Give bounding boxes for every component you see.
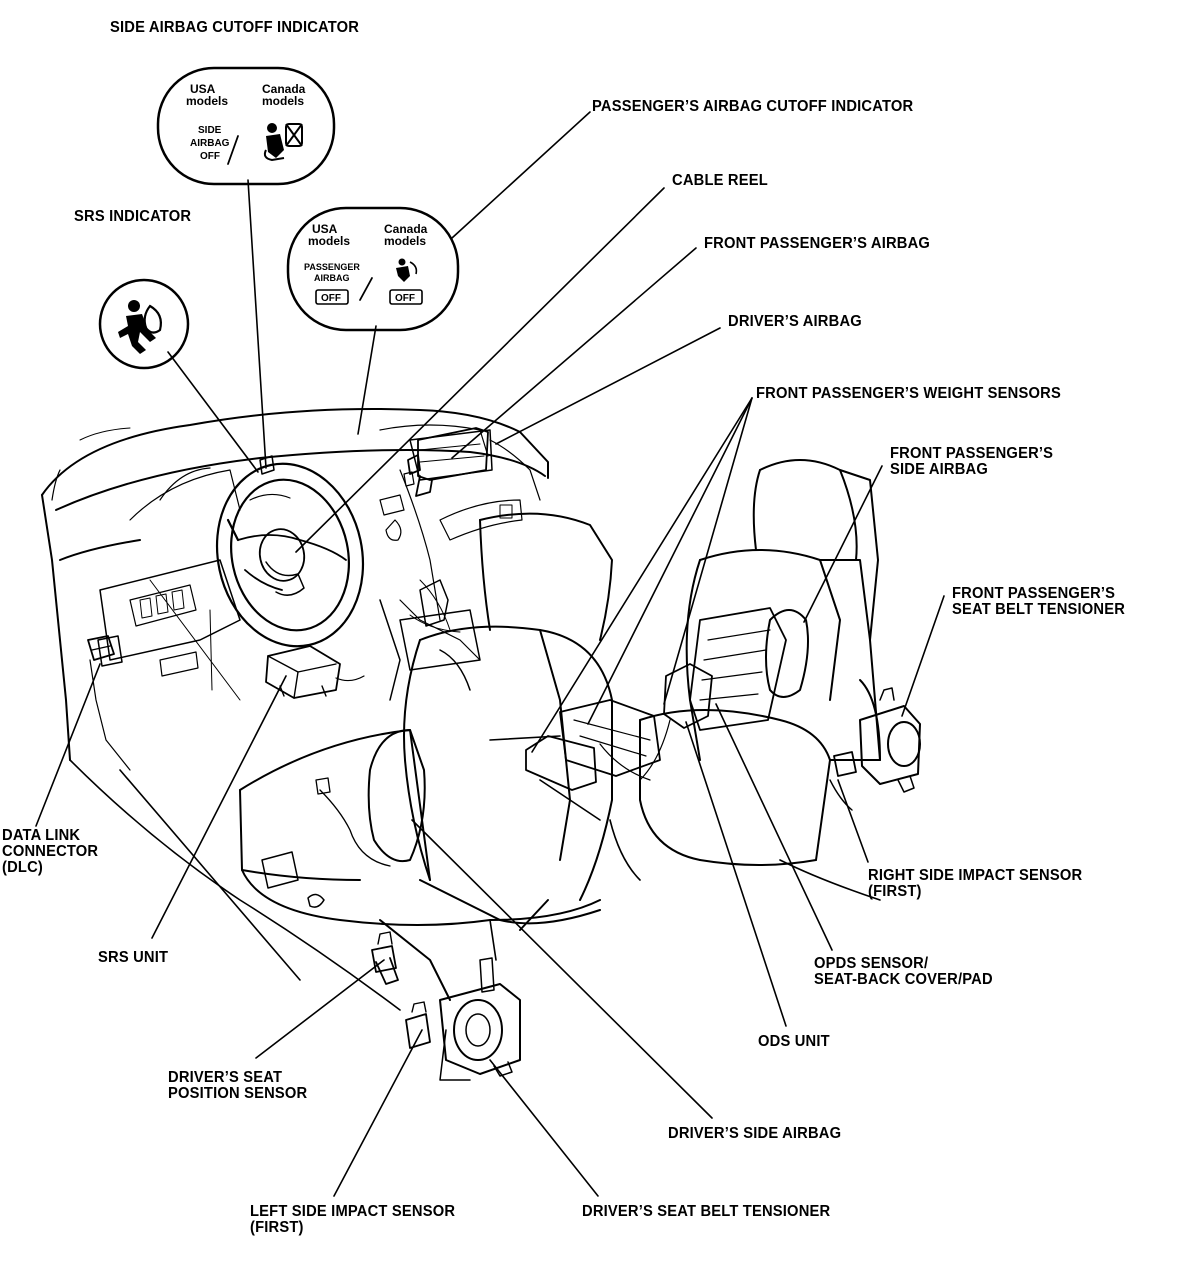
label-left-side-impact-sensor: LEFT SIDE IMPACT SENSOR (FIRST) <box>250 1203 456 1236</box>
pab-canada-off: OFF <box>395 293 415 304</box>
label-drivers-seat-position-sensor: DRIVER’S SEAT POSITION SENSOR <box>168 1069 308 1102</box>
sab-canada-heading-2: models <box>262 94 304 108</box>
label-side-airbag-cutoff-indicator: SIDE AIRBAG CUTOFF INDICATOR <box>110 19 360 36</box>
label-front-passengers-seat-belt-tensioner: FRONT PASSENGER’S SEAT BELT TENSIONER <box>952 585 1126 618</box>
data-link-connector-part <box>87 635 115 661</box>
passenger-seat <box>639 459 881 866</box>
right-side-impact-sensor-part <box>829 751 857 811</box>
floor-outline <box>69 735 881 1011</box>
passenger-airbag-module <box>403 427 489 497</box>
sab-usa-text-3: OFF <box>200 151 220 162</box>
sab-canada-heading-1: Canada <box>262 82 306 96</box>
label-drivers-airbag: DRIVER’S AIRBAG <box>728 313 862 330</box>
label-passengers-airbag-cutoff-indicator: PASSENGER’S AIRBAG CUTOFF INDICATOR <box>592 98 914 115</box>
side-airbag-off-icon <box>263 123 303 162</box>
pab-usa-heading-1: USA <box>312 222 338 236</box>
front-passenger-side-airbag-part <box>765 609 809 698</box>
srs-airbag-icon <box>118 300 162 354</box>
label-data-link-connector: DATA LINK CONNECTOR (DLC) <box>2 827 99 876</box>
label-front-passengers-side-airbag: FRONT PASSENGER’S SIDE AIRBAG <box>890 445 1054 478</box>
driver-seat-position-sensor-part <box>371 931 399 985</box>
srs-unit-part <box>265 645 365 699</box>
label-opds-sensor-seat-back-cover-pad: OPDS SENSOR/ SEAT-BACK COVER/PAD <box>814 955 993 988</box>
left-side-impact-sensor-part <box>405 1001 431 1049</box>
passenger-airbag-icon <box>396 258 418 282</box>
sab-usa-text-1: SIDE <box>198 125 222 136</box>
front-passenger-seat-belt-tensioner-part <box>859 687 921 793</box>
pab-usa-text-2: AIRBAG <box>314 273 350 283</box>
label-drivers-seat-belt-tensioner: DRIVER’S SEAT BELT TENSIONER <box>582 1203 831 1220</box>
passenger-airbag-bubble-text: USA models Canada models PASSENGER AIRBA… <box>304 222 428 304</box>
center-console <box>379 579 481 701</box>
label-srs-indicator: SRS INDICATOR <box>74 208 192 225</box>
sab-usa-heading-2: models <box>186 94 228 108</box>
sab-usa-heading-1: USA <box>190 82 216 96</box>
label-cable-reel: CABLE REEL <box>672 172 768 189</box>
label-drivers-side-airbag: DRIVER’S SIDE AIRBAG <box>668 1125 842 1142</box>
pab-usa-text-1: PASSENGER <box>304 262 360 272</box>
label-ods-unit: ODS UNIT <box>758 1033 830 1050</box>
driver-seat-belt-tensioner-part <box>439 957 521 1081</box>
srs-indicator-bubble <box>98 278 190 370</box>
sab-usa-text-2: AIRBAG <box>190 138 230 149</box>
side-airbag-bubble-text: USA models Canada models SIDE AIRBAG OFF <box>186 82 306 162</box>
opds-sensor-seat-back-part <box>689 607 787 731</box>
pab-usa-heading-2: models <box>308 234 350 248</box>
pab-canada-heading-1: Canada <box>384 222 428 236</box>
label-srs-unit: SRS UNIT <box>98 949 169 966</box>
ods-unit-part <box>639 663 713 781</box>
label-front-passengers-weight-sensors: FRONT PASSENGER’S WEIGHT SENSORS <box>756 385 1061 402</box>
leader-lines <box>35 111 945 1197</box>
label-front-passengers-airbag: FRONT PASSENGER’S AIRBAG <box>704 235 931 252</box>
dashboard-outline <box>41 408 549 771</box>
passenger-airbag-cutoff-bubble <box>286 206 460 332</box>
pab-canada-heading-2: models <box>384 234 426 248</box>
label-right-side-impact-sensor: RIGHT SIDE IMPACT SENSOR (FIRST) <box>868 867 1083 900</box>
side-airbag-cutoff-bubble <box>156 66 336 186</box>
steering-wheel <box>215 455 365 648</box>
pab-usa-off: OFF <box>321 293 341 304</box>
